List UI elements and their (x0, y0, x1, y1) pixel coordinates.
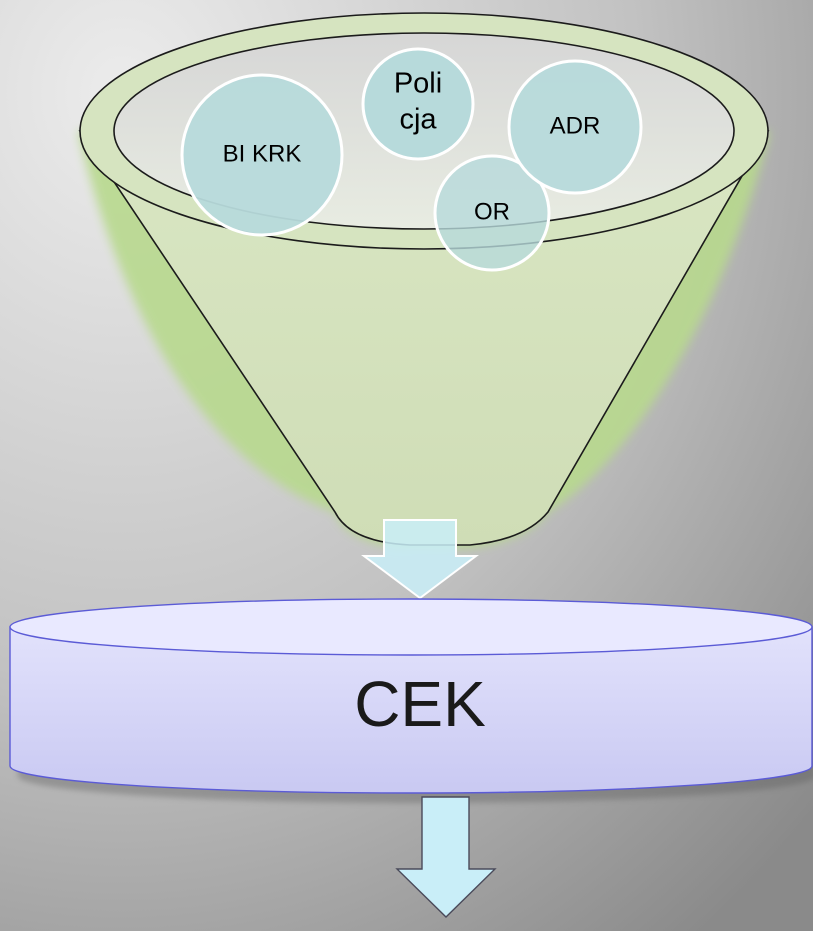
label-bi-krk: BI KRK (223, 140, 302, 167)
label-policja-line2: cja (399, 104, 437, 136)
output-arrow (395, 796, 497, 918)
circle-policja-shape (361, 47, 475, 161)
funnel-to-database-arrow (361, 519, 479, 600)
circle-or: OR (433, 154, 551, 272)
source-circles: BI KRK OR ADR Poli cja (180, 47, 643, 272)
circle-bi-krk-shape (180, 73, 344, 237)
circle-policja: Poli cja (361, 47, 475, 161)
circle-adr: ADR (507, 59, 643, 195)
circle-adr-shape (507, 59, 643, 195)
cek-database: CEK (9, 598, 813, 803)
label-or: OR (474, 198, 510, 225)
database-label: CEK (354, 668, 486, 740)
database-top (9, 598, 813, 656)
label-policja-line1: Poli (394, 68, 442, 100)
database-side (9, 626, 813, 794)
label-adr: ADR (550, 112, 601, 139)
circle-bi-krk: BI KRK (180, 73, 344, 237)
circle-or-shape (433, 154, 551, 272)
